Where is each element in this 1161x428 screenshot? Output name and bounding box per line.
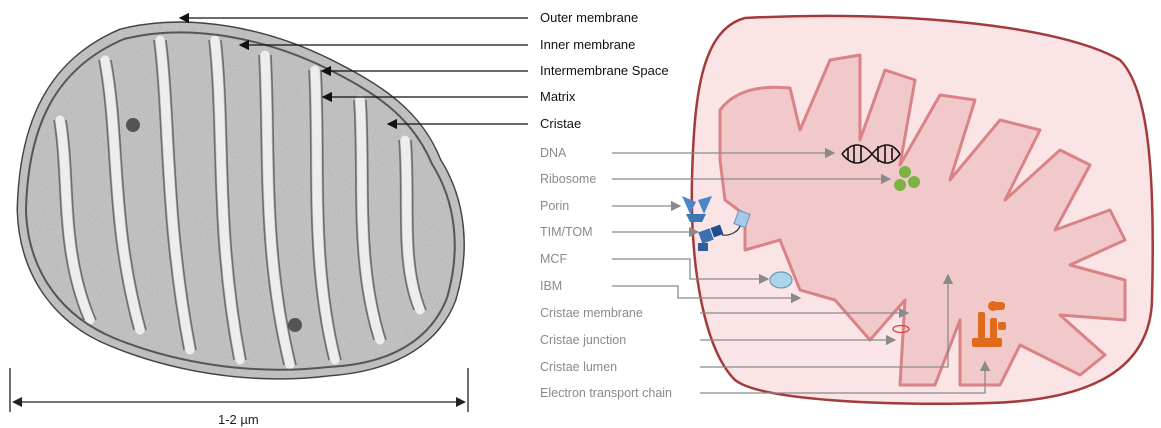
label-dna: DNA: [540, 146, 567, 160]
em-labels: Outer membrane Inner membrane Intermembr…: [540, 10, 669, 131]
label-outer-membrane: Outer membrane: [540, 10, 638, 25]
label-electron-transport-chain: Electron transport chain: [540, 386, 672, 400]
label-matrix: Matrix: [540, 89, 576, 104]
mitochondrion-schematic: [692, 16, 1153, 404]
label-cristae-junction: Cristae junction: [540, 333, 626, 347]
label-ribosome: Ribosome: [540, 172, 596, 186]
label-tim-tom: TIM/TOM: [540, 225, 593, 239]
electron-micrograph: [0, 0, 480, 400]
label-cristae-membrane: Cristae membrane: [540, 306, 643, 320]
label-porin: Porin: [540, 199, 569, 213]
label-inner-membrane: Inner membrane: [540, 37, 635, 52]
label-cristae-lumen: Cristae lumen: [540, 360, 617, 374]
label-mcf: MCF: [540, 252, 567, 266]
label-intermembrane-space: Intermembrane Space: [540, 63, 669, 78]
label-ibm: IBM: [540, 279, 562, 293]
schematic-labels: DNA Ribosome Porin TIM/TOM MCF IBM Crist…: [540, 146, 672, 400]
mcf-icon: [770, 272, 792, 288]
scale-bar-label: 1-2 µm: [218, 412, 259, 427]
label-cristae: Cristae: [540, 116, 581, 131]
